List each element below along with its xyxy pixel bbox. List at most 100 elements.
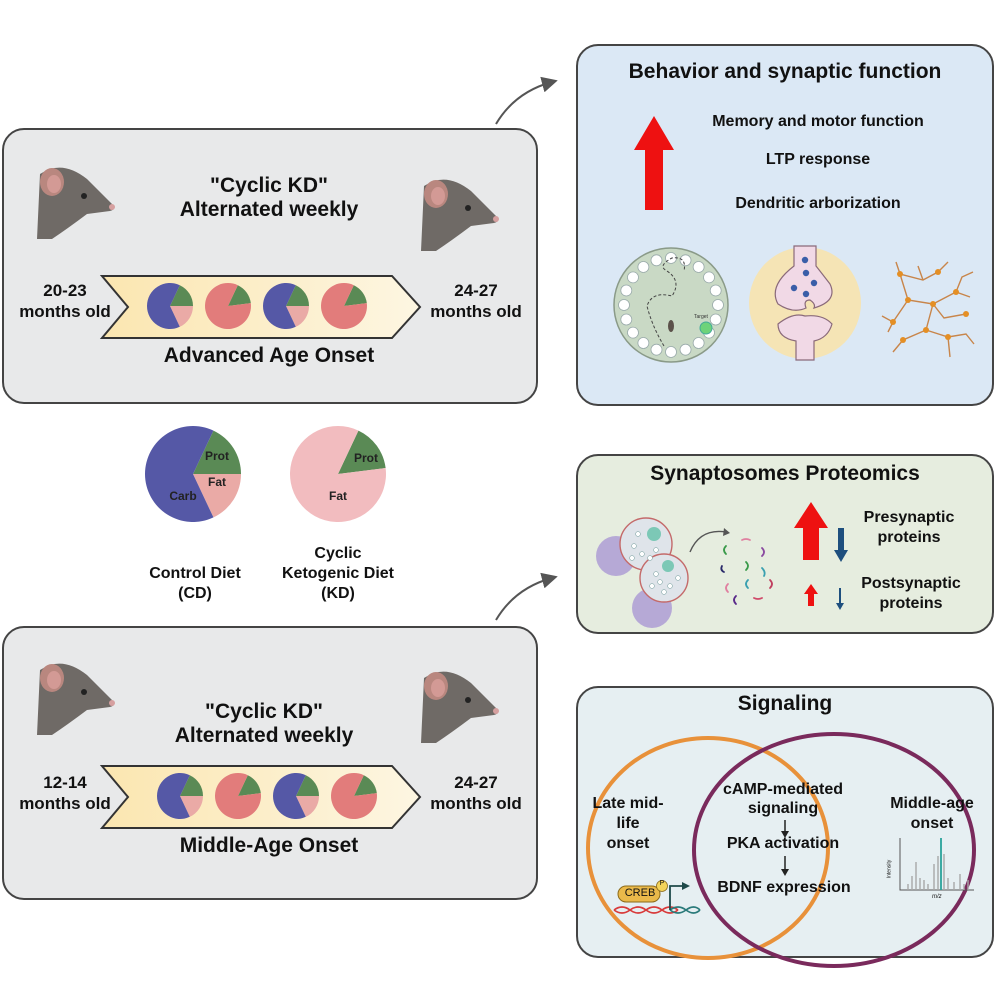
spectrum-xlabel: m/z bbox=[932, 894, 942, 900]
synaptosome-icon bbox=[596, 517, 689, 628]
carb-slice bbox=[145, 426, 214, 522]
kd-legend-abbrev: (KD) bbox=[321, 585, 355, 602]
maze-hole bbox=[709, 284, 722, 297]
start-age-unit: months old bbox=[19, 302, 111, 321]
maze-hole bbox=[692, 261, 705, 273]
signaling-panel: Signaling Late mid- life onset Middle-ag… bbox=[576, 686, 994, 968]
maze-hole bbox=[709, 313, 722, 326]
process-arrow-icon bbox=[689, 528, 730, 553]
maze-hole bbox=[712, 299, 724, 311]
control-diet-pie bbox=[157, 773, 203, 819]
control-diet-pie bbox=[263, 283, 309, 329]
mouse-icon bbox=[421, 671, 499, 743]
fat-slice bbox=[193, 474, 241, 518]
postsynaptic-up-arrow-icon bbox=[804, 584, 818, 606]
control-diet-pie bbox=[147, 283, 193, 329]
start-age-unit: months old bbox=[19, 794, 111, 813]
kd-legend-name-2: Ketogenic Diet bbox=[281, 565, 394, 582]
protein-slice bbox=[238, 775, 261, 796]
mass-spectrum-icon bbox=[899, 838, 974, 891]
end-age: 24-27 bbox=[454, 773, 498, 792]
carb-label: Carb bbox=[169, 489, 196, 503]
spectrum-ylabel: Intensity bbox=[886, 859, 893, 879]
proteomics-panel: Synaptosomes Proteomics bbox=[576, 454, 994, 634]
postsynaptic-down-arrow-icon bbox=[836, 588, 844, 610]
maze-hole bbox=[692, 337, 705, 349]
maze-hole bbox=[665, 346, 677, 358]
alternated-weekly: Alternated weekly bbox=[174, 724, 354, 747]
mouse-icon bbox=[37, 167, 115, 239]
end-age: 24-27 bbox=[454, 281, 498, 300]
fat-label: Fat bbox=[208, 475, 226, 489]
mouse-icon bbox=[421, 179, 499, 251]
maze-hole bbox=[620, 284, 633, 297]
synapse-icon bbox=[749, 245, 861, 361]
carb-slice bbox=[157, 773, 190, 819]
protein-slice bbox=[193, 430, 241, 474]
maze-hole bbox=[637, 337, 650, 349]
ketogenic-diet-pie bbox=[205, 283, 251, 329]
pathway-camp: cAMP-mediated bbox=[722, 781, 844, 798]
maze-hole bbox=[650, 254, 663, 267]
presynaptic-down-arrow-icon bbox=[834, 528, 848, 562]
behavior-item: Memory and motor function bbox=[712, 113, 924, 130]
alternated-weekly: Alternated weekly bbox=[179, 198, 359, 221]
maze-hole bbox=[620, 313, 633, 326]
fat-slice bbox=[331, 773, 377, 819]
fat-slice bbox=[215, 773, 261, 819]
postsynaptic-label: Postsynaptic bbox=[861, 575, 961, 592]
maze-hole bbox=[679, 343, 692, 356]
maze-hole bbox=[637, 261, 650, 273]
diet-pie-row bbox=[147, 283, 367, 329]
postsynaptic-label-2: proteins bbox=[879, 595, 943, 612]
protein-slice bbox=[296, 775, 319, 796]
middle-age-label-2: onset bbox=[910, 815, 954, 832]
maze-hole bbox=[703, 271, 715, 284]
increase-arrow-icon bbox=[634, 116, 674, 210]
carb-slice bbox=[263, 283, 296, 329]
maze-hole bbox=[627, 326, 639, 339]
pathway-pka: PKA activation bbox=[726, 835, 840, 852]
control-diet-pie bbox=[273, 773, 319, 819]
late-midlife-label-3: onset bbox=[606, 835, 650, 852]
prot-label: Prot bbox=[354, 451, 378, 465]
protein-slice bbox=[344, 285, 367, 306]
advanced-age-panel: "Cyclic KD" Alternated weekly 20-23 mont… bbox=[2, 128, 538, 404]
behavior-item: Dendritic arborization bbox=[735, 195, 901, 212]
protein-slice bbox=[338, 430, 386, 474]
protein-slice bbox=[228, 285, 251, 306]
pathway-bdnf: BDNF expression bbox=[717, 879, 851, 896]
dendritic-network-icon bbox=[881, 261, 975, 358]
proteomics-title: Synaptosomes Proteomics bbox=[650, 462, 920, 485]
creb-dna-icon bbox=[613, 880, 701, 914]
middle-age-panel: "Cyclic KD" Alternated weekly 12-14 mont… bbox=[2, 626, 538, 900]
late-midlife-ring bbox=[586, 736, 830, 960]
fat-slice bbox=[170, 306, 193, 327]
maze-hole bbox=[618, 299, 630, 311]
advanced-age-onset-label: Advanced Age Onset bbox=[163, 344, 375, 367]
start-age: 20-23 bbox=[43, 281, 87, 300]
behavior-item: LTP response bbox=[765, 151, 871, 168]
cyclic-kd-title: "Cyclic KD" bbox=[210, 174, 328, 197]
ketogenic-diet-pie bbox=[215, 773, 261, 819]
fat-slice bbox=[296, 796, 319, 817]
behavior-title: Behavior and synaptic function bbox=[628, 60, 942, 83]
middle-age-onset-label: Middle-Age Onset bbox=[179, 834, 359, 857]
creb-label: CREB bbox=[624, 887, 656, 899]
end-age-unit: months old bbox=[430, 302, 522, 321]
carb-slice bbox=[147, 283, 180, 329]
phospho-label: P bbox=[659, 880, 665, 887]
kd-legend-name-1: Cyclic bbox=[314, 545, 362, 562]
protein-slice bbox=[170, 285, 193, 306]
protein-slice bbox=[286, 285, 309, 306]
pathway-camp-2: signaling bbox=[747, 800, 819, 817]
fat-slice bbox=[286, 306, 309, 327]
maze-hole bbox=[650, 343, 663, 356]
middle-age-ring bbox=[692, 732, 976, 968]
connector-arrow-bottom bbox=[495, 572, 558, 621]
down-arrow-icon bbox=[781, 856, 789, 876]
peptide-fragments-icon bbox=[720, 538, 773, 605]
fat-slice bbox=[205, 283, 251, 329]
